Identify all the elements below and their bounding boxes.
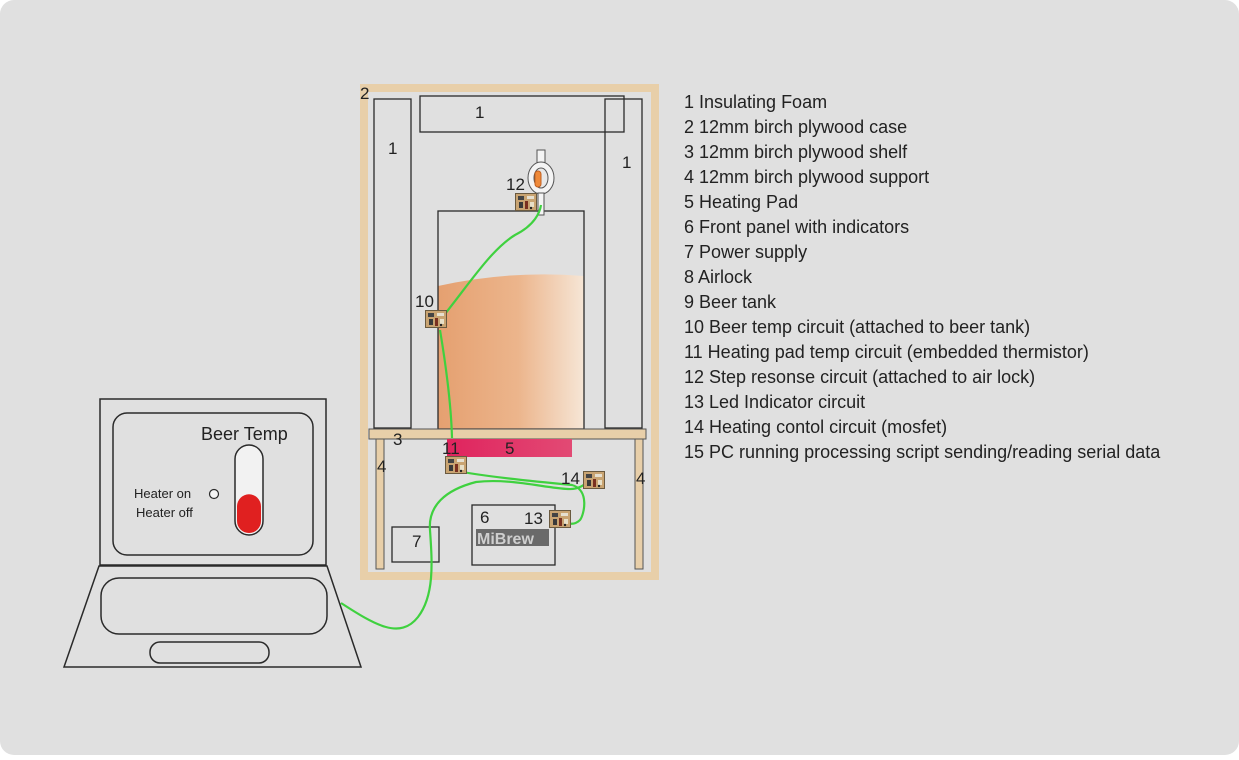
circuit-13-board: [549, 510, 571, 528]
support-right: [634, 438, 644, 570]
label-foam-left: 1: [388, 139, 397, 158]
legend-item-4: 4 12mm birch plywood support: [684, 167, 930, 187]
wiring: [340, 204, 593, 630]
label-front-panel: 6: [480, 508, 489, 527]
legend-item-15: 15 PC running processing script sending/…: [684, 442, 1161, 462]
front-panel: [471, 504, 556, 566]
label-power-supply: 7: [412, 532, 421, 551]
label-circuit-12: 12: [506, 175, 525, 194]
legend-item-9: 9 Beer tank: [684, 292, 777, 312]
circuit-10-board: [425, 310, 447, 328]
legend-item-8: 8 Airlock: [684, 267, 753, 287]
legend-item-2: 2 12mm birch plywood case: [684, 117, 908, 137]
legend: 1 Insulating Foam 2 12mm birch plywood c…: [684, 92, 1160, 467]
label-foam-top: 1: [475, 103, 484, 122]
label-circuit-13: 13: [524, 509, 543, 528]
app-title: Beer Temp: [201, 424, 288, 444]
heater-on-indicator: [208, 488, 220, 500]
wire-pc-to-circuit-14: [340, 477, 593, 630]
front-panel-logo-bg: [476, 529, 549, 546]
foam-left: [373, 98, 412, 429]
shelf: [368, 428, 647, 440]
airlock: [527, 149, 555, 216]
label-support-left: 4: [377, 457, 386, 476]
label-circuit-14: 14: [561, 469, 580, 488]
circuit-14-board: [583, 471, 605, 489]
label-shelf: 3: [393, 430, 402, 449]
legend-item-13: 13 Led Indicator circuit: [684, 392, 866, 412]
heater-off-label: Heater off: [136, 505, 193, 520]
wire-circuit-11-to-13: [448, 467, 586, 525]
wire-circuit-10-to-12: [439, 204, 543, 321]
circuit-12-board: [515, 193, 537, 211]
legend-item-12: 12 Step resonse circuit (attached to air…: [684, 367, 1036, 387]
laptop: Beer Temp Heater on Heater off: [62, 398, 363, 668]
heating-pad: [447, 439, 572, 457]
label-circuit-10: 10: [415, 292, 434, 311]
label-heating-pad: 5: [505, 439, 514, 458]
label-case: 2: [360, 84, 369, 103]
legend-item-6: 6 Front panel with indicators: [684, 217, 910, 237]
legend-item-3: 3 12mm birch plywood shelf: [684, 142, 908, 162]
label-circuit-11: 11: [442, 439, 460, 458]
beer-liquid: [438, 274, 584, 429]
heater-on-label: Heater on: [134, 486, 191, 501]
laptop-keyboard: [100, 577, 328, 635]
legend-item-5: 5 Heating Pad: [684, 192, 799, 212]
support-left: [375, 438, 385, 570]
legend-item-1: 1 Insulating Foam: [684, 92, 828, 112]
legend-item-10: 10 Beer temp circuit (attached to beer t…: [684, 317, 1031, 337]
thermometer-fill: [237, 494, 261, 533]
foam-right: [604, 98, 643, 429]
label-support-right: 4: [636, 469, 645, 488]
power-supply: [391, 526, 440, 563]
front-panel-logo: MiBrew: [477, 531, 534, 548]
legend-item-14: 14 Heating contol circuit (mosfet): [684, 417, 948, 437]
legend-item-11: 11 Heating pad temp circuit (embedded th…: [684, 342, 1089, 362]
legend-item-7: 7 Power supply: [684, 242, 808, 262]
circuit-11-board: [445, 456, 467, 474]
wire-circuit-11-to-10: [438, 329, 454, 439]
foam-top: [419, 95, 625, 133]
laptop-trackpad: [149, 641, 270, 664]
label-foam-right: 1: [622, 153, 631, 172]
